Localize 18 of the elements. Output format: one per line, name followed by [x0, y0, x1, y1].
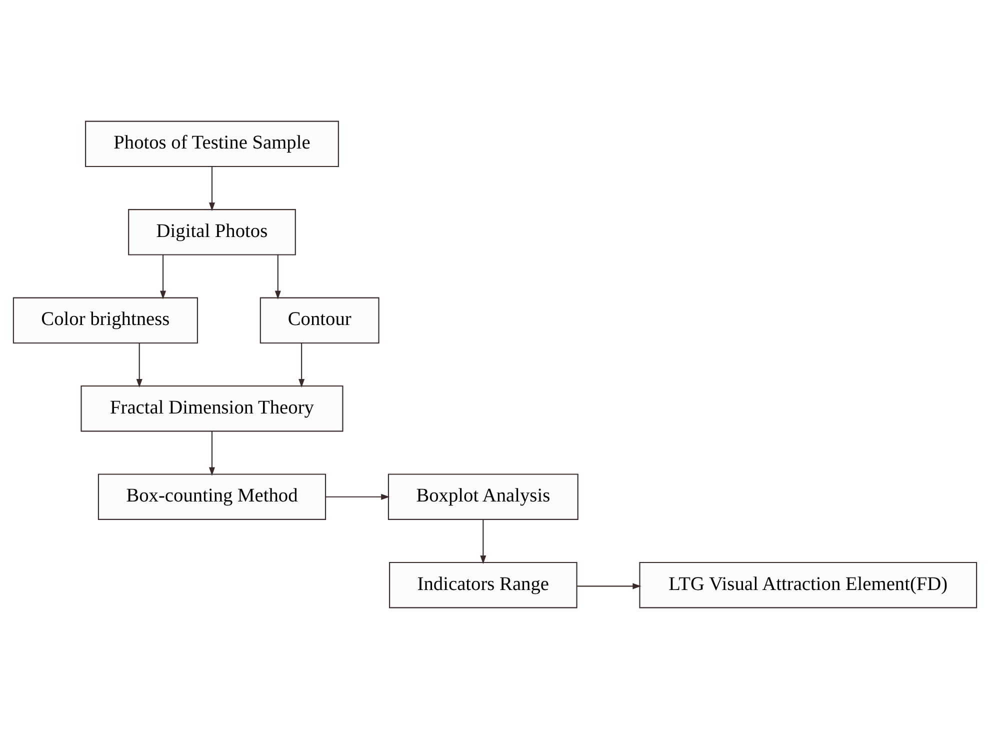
node-box: Indicators Range	[388, 562, 577, 608]
arrow	[480, 520, 486, 564]
arrow	[325, 494, 390, 500]
arrow	[160, 254, 166, 300]
arrow	[208, 166, 214, 212]
arrow	[208, 431, 214, 476]
node-box: Color brightness	[12, 297, 198, 344]
node-box: Contour	[259, 297, 379, 344]
node-box: Photos of Testine Sample	[84, 120, 338, 168]
arrow	[274, 254, 280, 300]
arrow	[298, 343, 304, 388]
node-box: Boxplot Analysis	[387, 474, 578, 520]
node-box: Fractal Dimension Theory	[80, 385, 343, 432]
arrow	[576, 583, 641, 590]
arrow	[136, 343, 142, 388]
node-box: LTG Visual Attraction Element(FD)	[638, 562, 977, 608]
node-box: Digital Photos	[128, 209, 296, 256]
node-box: Box-counting Method	[97, 474, 326, 520]
